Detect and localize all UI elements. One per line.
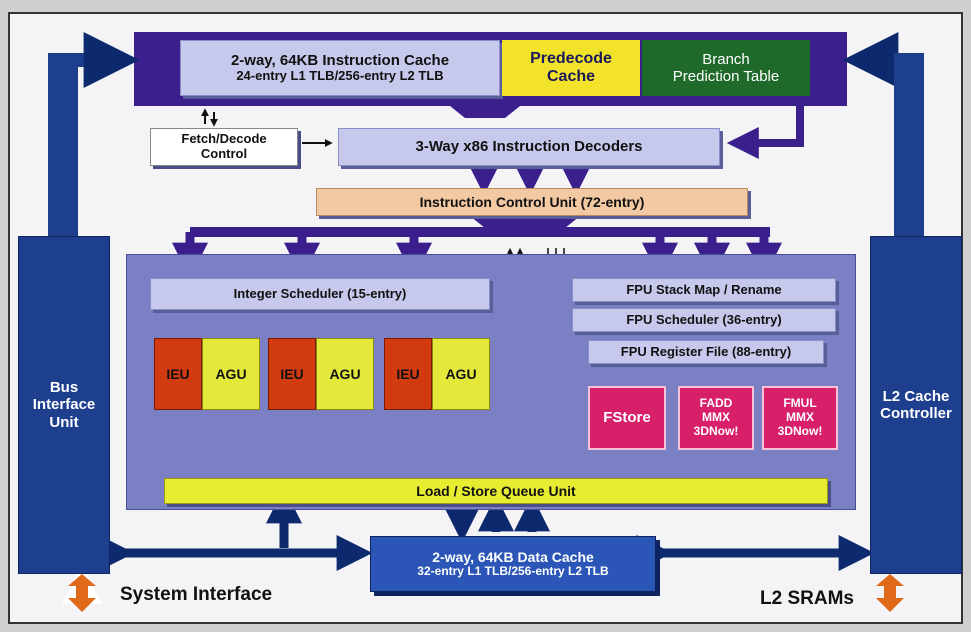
l2-cache-controller-box: L2 Cache Controller: [870, 236, 962, 574]
instruction-decoders-box: 3-Way x86 Instruction Decoders: [338, 128, 720, 166]
bus-line1: Bus: [49, 379, 79, 397]
ieu-3-label: IEU: [396, 365, 420, 382]
integer-scheduler-box: Integer Scheduler (15-entry): [150, 278, 490, 310]
fpu-scheduler-box: FPU Scheduler (36-entry): [572, 308, 836, 332]
fmul-line1: FMUL: [783, 396, 817, 411]
instruction-control-unit-box: Instruction Control Unit (72-entry): [316, 188, 748, 216]
fpu-register-file-box: FPU Register File (88-entry): [588, 340, 824, 364]
ieu-1-box: IEU: [154, 338, 202, 410]
data-cache-line1: 2-way, 64KB Data Cache: [432, 549, 594, 566]
data-cache-line2: 32-entry L1 TLB/256-entry L2 TLB: [417, 564, 609, 579]
fadd-line2: MMX: [702, 410, 730, 425]
system-interface-label: System Interface: [120, 584, 273, 605]
agu-1-label: AGU: [215, 365, 247, 382]
fmul-box: FMUL MMX 3DNow!: [762, 386, 838, 450]
fadd-box: FADD MMX 3DNow!: [678, 386, 754, 450]
ieu-2-label: IEU: [280, 365, 304, 382]
fstore-box: FStore: [588, 386, 666, 450]
fpu-stack-map-box: FPU Stack Map / Rename: [572, 278, 836, 302]
instruction-cache-box: 2-way, 64KB Instruction Cache 24-entry L…: [180, 40, 500, 96]
ieu-1-label: IEU: [166, 365, 190, 382]
fadd-line3: 3DNow!: [693, 423, 739, 438]
branch-prediction-box: Branch Prediction Table: [642, 40, 810, 96]
bus-interface-unit-box: Bus Interface Unit: [18, 236, 110, 574]
l2-line1: L2 Cache: [882, 387, 950, 405]
predecode-line2: Cache: [546, 68, 596, 85]
decoders-label: 3-Way x86 Instruction Decoders: [415, 138, 643, 156]
lsq-label: Load / Store Queue Unit: [416, 482, 576, 499]
fetch-decode-line2: Control: [200, 146, 248, 161]
data-cache-box: 2-way, 64KB Data Cache 32-entry L1 TLB/2…: [370, 536, 656, 592]
icu-label: Instruction Control Unit (72-entry): [419, 193, 645, 210]
agu-3-box: AGU: [432, 338, 490, 410]
fmul-line2: MMX: [786, 410, 814, 425]
load-store-queue-box: Load / Store Queue Unit: [164, 478, 828, 504]
fpu-regfile-label: FPU Register File (88-entry): [620, 343, 792, 359]
predecode-line1: Predecode: [530, 49, 612, 67]
ieu-2-box: IEU: [268, 338, 316, 410]
bus-line2: Interface: [32, 396, 96, 414]
fetch-decode-control-box: Fetch/Decode Control: [150, 128, 298, 166]
instruction-cache-line2: 24-entry L1 TLB/256-entry L2 TLB: [236, 68, 444, 84]
fetch-decode-line1: Fetch/Decode: [181, 131, 267, 147]
integer-scheduler-label: Integer Scheduler (15-entry): [233, 285, 407, 301]
ieu-3-box: IEU: [384, 338, 432, 410]
instruction-cache-line1: 2-way, 64KB Instruction Cache: [230, 51, 450, 69]
fmul-line3: 3DNow!: [777, 423, 823, 438]
branch-line1: Branch: [702, 50, 750, 68]
agu-2-label: AGU: [329, 365, 361, 382]
fstore-label: FStore: [603, 409, 651, 427]
bus-line3: Unit: [49, 413, 79, 431]
agu-3-label: AGU: [445, 365, 477, 382]
fpu-stack-label: FPU Stack Map / Rename: [626, 281, 782, 297]
fpu-scheduler-label: FPU Scheduler (36-entry): [626, 311, 782, 327]
agu-2-box: AGU: [316, 338, 374, 410]
predecode-cache-box: Predecode Cache: [502, 40, 640, 96]
agu-1-box: AGU: [202, 338, 260, 410]
branch-line2: Prediction Table: [672, 68, 780, 85]
fadd-line1: FADD: [699, 396, 733, 411]
l2-line2: Controller: [880, 405, 952, 422]
l2-srams-label: L2 SRAMs: [760, 588, 854, 609]
